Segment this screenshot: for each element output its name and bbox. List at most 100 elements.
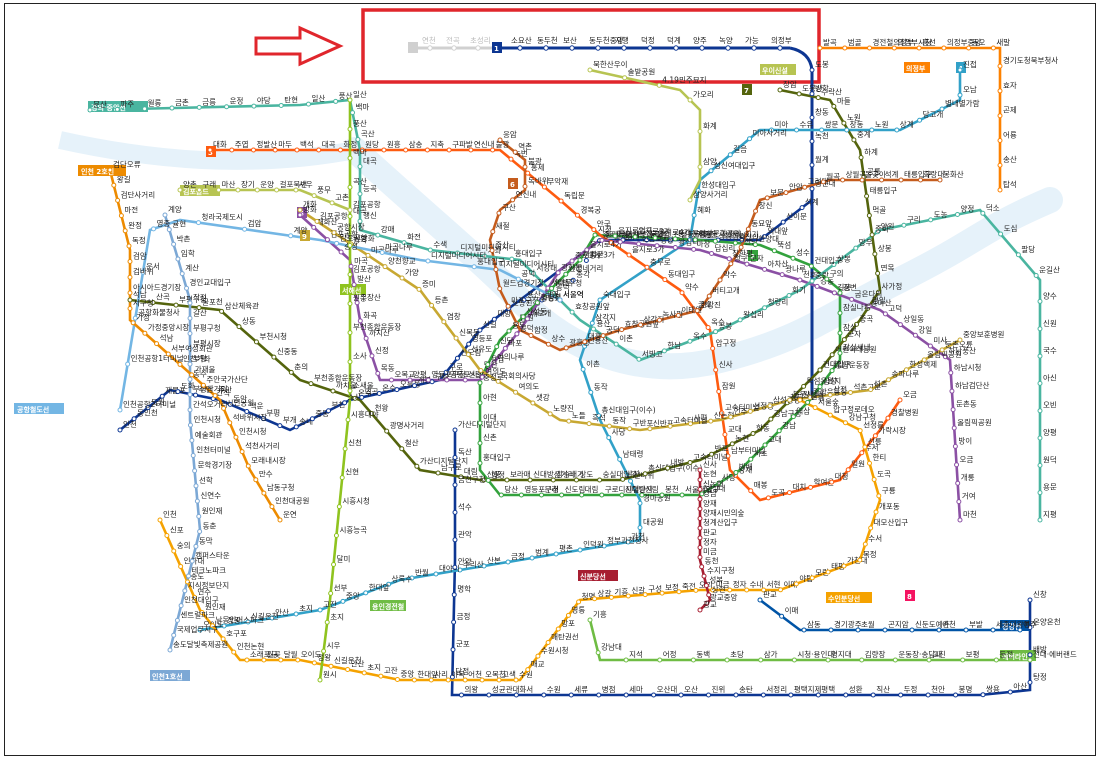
station-label: 오남 — [963, 85, 977, 94]
station-dot — [809, 186, 815, 192]
station-dot — [786, 490, 792, 496]
station-dot — [394, 676, 400, 682]
station-dot — [363, 590, 369, 596]
station-label: 인천가좌 — [183, 353, 211, 363]
station-label: 화서 — [519, 685, 533, 694]
station-dot — [697, 164, 703, 170]
station-label: 부평 — [266, 408, 280, 418]
station-label: 운동장·송담대 — [898, 649, 942, 659]
station-label: 마곡 — [354, 256, 368, 265]
station-dot — [709, 250, 715, 256]
station-label: 장승배기 — [556, 469, 584, 479]
station-label: 명학 — [457, 584, 471, 594]
station-label: 회기 — [745, 230, 759, 239]
station-label: 먹골 — [872, 204, 886, 214]
station-label: 청명 — [582, 591, 596, 601]
station-dot — [577, 547, 583, 553]
station-dot — [187, 407, 193, 413]
station-dot — [330, 388, 336, 394]
station-label: 여의나루 — [497, 352, 525, 362]
station-dot — [765, 495, 771, 501]
station-dot — [376, 390, 382, 396]
station-label: 군자 — [750, 254, 764, 263]
station-dot — [449, 674, 455, 680]
station-label: 아산 — [1013, 681, 1027, 691]
station-dot — [903, 367, 909, 373]
station-dot — [726, 256, 732, 262]
station-dot — [478, 368, 484, 374]
station-dot — [837, 330, 843, 336]
station-dot — [925, 692, 931, 698]
station-label: 충정로 — [541, 292, 562, 302]
station-dot — [187, 315, 193, 321]
station-label: 귤현 — [172, 220, 186, 229]
station-dot — [872, 433, 878, 439]
station-dot — [716, 480, 722, 486]
station-dot — [697, 515, 703, 521]
station-dot — [314, 218, 320, 224]
station-label: 중화 — [875, 225, 889, 234]
station-label: 만수 — [259, 470, 273, 479]
svg-text:경의·중앙선: 경의·중앙선 — [91, 103, 126, 112]
station-dot — [333, 533, 339, 539]
line1-top-badge — [492, 42, 502, 53]
station-label: 왕십리 — [743, 310, 764, 319]
station-dot — [336, 504, 342, 510]
station-label: 연수 — [197, 587, 211, 596]
station-label: 김포공항 — [340, 232, 368, 242]
station-dot — [520, 314, 526, 320]
station-label: 보라매 — [510, 470, 531, 479]
station-label: 삼송 — [409, 139, 423, 149]
station-label: 선정릉 — [753, 400, 774, 410]
station-label: 신도림 — [460, 348, 481, 357]
station-label: 강남 — [703, 488, 717, 498]
station-label: 개봉 — [417, 375, 431, 385]
station-dot — [293, 424, 299, 430]
station-label: 건대입구 — [814, 255, 842, 265]
station-label: 미사 — [933, 336, 947, 345]
station-dot — [762, 442, 768, 448]
station-label: 아신 — [1043, 372, 1057, 382]
station-dot — [545, 640, 551, 646]
station-label: 이태원 — [681, 304, 702, 314]
station-dot — [647, 426, 653, 432]
station-dot — [744, 587, 750, 593]
station-dot — [801, 383, 807, 389]
station-label: 관악 — [458, 529, 472, 539]
station-dot — [477, 460, 483, 466]
station-label: 신이문 — [786, 211, 807, 221]
station-label: 능곡 — [353, 235, 367, 244]
station-dot — [305, 101, 311, 107]
station-label: 청담 — [790, 392, 804, 402]
station-label: 동백 — [696, 649, 710, 659]
svg-text:의정부: 의정부 — [906, 64, 926, 73]
station-dot — [446, 147, 452, 153]
station-label: 정부과천청사 — [607, 535, 648, 545]
station-label: 신답 — [500, 336, 514, 346]
han-river-branch — [58, 131, 357, 170]
station-dot — [340, 598, 346, 604]
station-dot — [837, 310, 843, 316]
station-label: 달월 — [284, 649, 298, 659]
station-label: 독바위 — [528, 175, 549, 185]
station-dot — [997, 88, 1003, 94]
station-dot — [678, 692, 684, 698]
station-label: 상봉 — [878, 243, 892, 253]
station-label: 디지털미디어시티 — [431, 250, 486, 260]
station-label: 잠원 — [722, 380, 736, 390]
station-label: 효창공원앞 — [575, 302, 610, 311]
station-label: 광화문 — [561, 262, 582, 272]
station-label: 임학 — [181, 248, 195, 258]
station-dot — [347, 97, 353, 103]
station-dot — [617, 456, 623, 462]
station-dot — [777, 45, 783, 51]
station-dot — [847, 389, 853, 395]
station-label: 홍대입구 — [477, 256, 505, 266]
station-label: 내방 — [671, 457, 685, 467]
station-dot — [788, 692, 794, 698]
station-label: 남성 — [626, 469, 640, 478]
station-label: 삼전 — [833, 384, 847, 394]
station-dot — [127, 290, 133, 296]
station-label: 동작 — [594, 381, 608, 391]
